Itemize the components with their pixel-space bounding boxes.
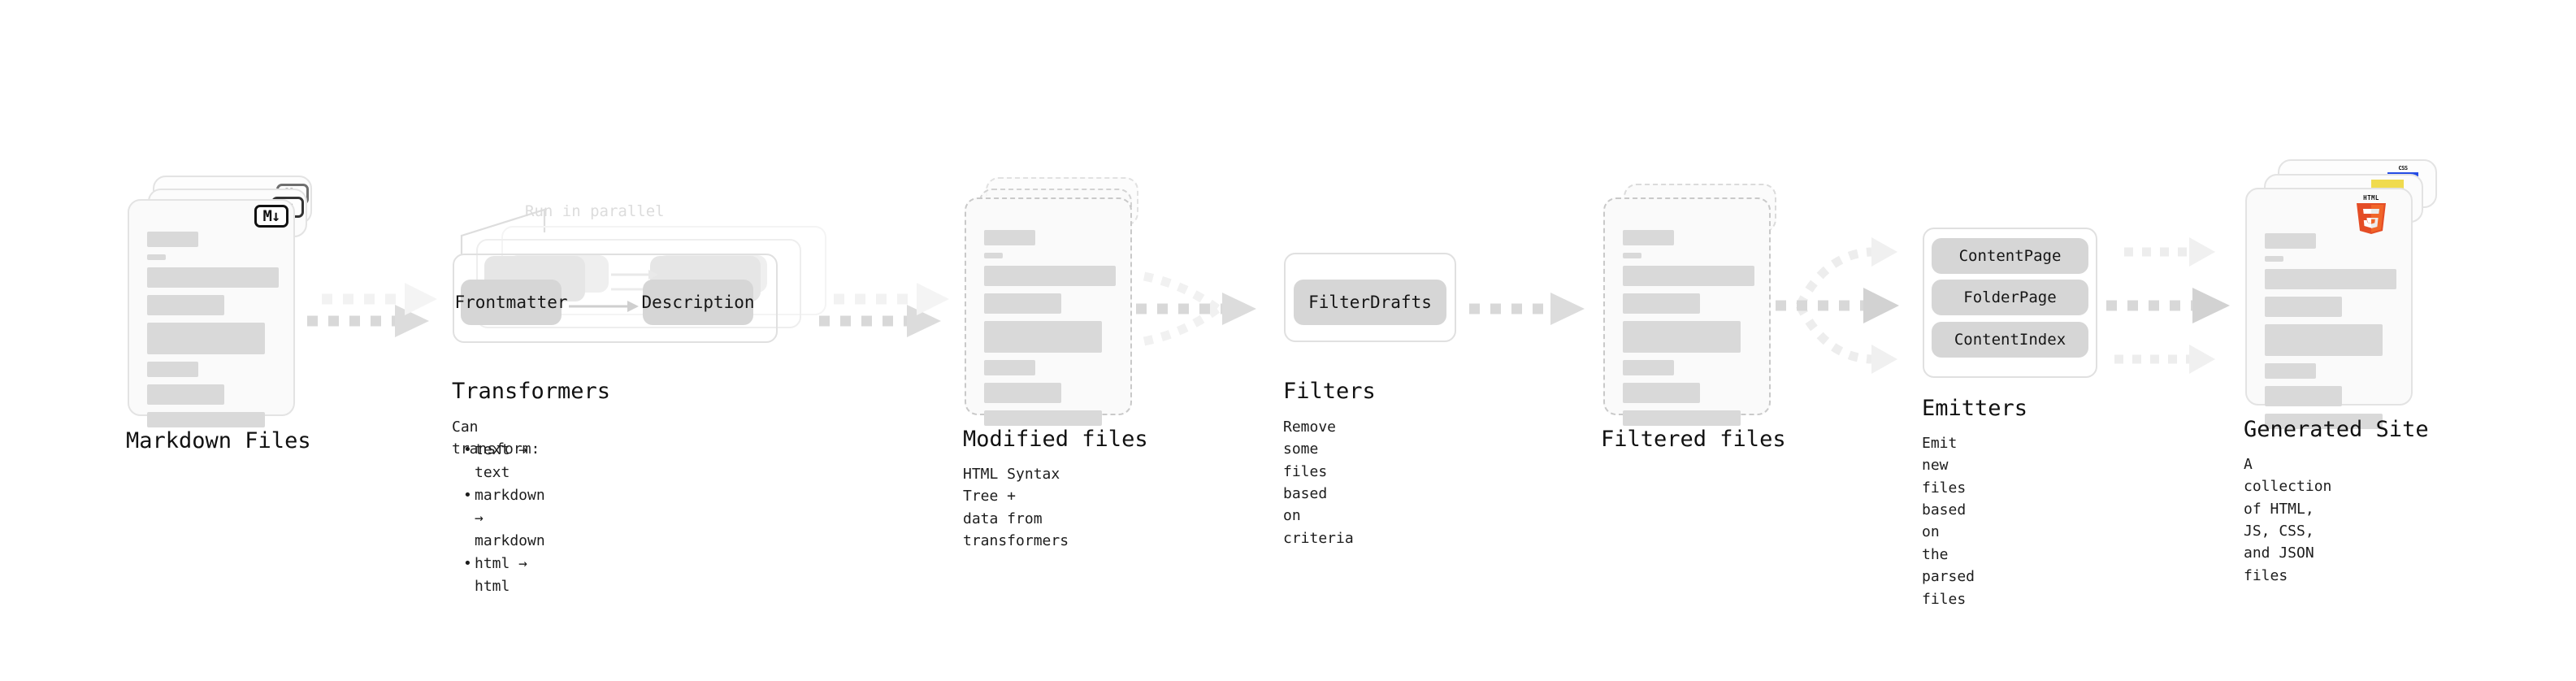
site-card-front (2245, 188, 2413, 429)
arrow-modified-to-filters (1136, 271, 1256, 346)
modified-card-front (965, 197, 1132, 426)
modified-card-bars (984, 230, 1116, 433)
generated-site-subtitle: A collection of HTML, JS, CSS, and JSON … (2244, 456, 2332, 584)
arrow-filters-to-filtered (1469, 293, 1585, 325)
modified-files-title: Modified files (963, 427, 1148, 452)
transformers-bullet-1: markdown → markdown (463, 484, 545, 553)
transformers-title: Transformers (452, 379, 611, 404)
arrow-transformers-to-modified (819, 283, 949, 337)
site-card-bars (2265, 233, 2396, 436)
filtered-card-front (1603, 197, 1771, 426)
transformers-bullet-0: text → text (463, 439, 545, 484)
filter-pill-filterdrafts[interactable]: FilterDrafts (1294, 280, 1446, 325)
filters-title: Filters (1283, 379, 1376, 404)
generated-site-title: Generated Site (2244, 417, 2429, 442)
run-in-parallel-bracket (460, 208, 546, 255)
markdown-files-title: Markdown Files (126, 428, 311, 453)
transformers-bullet-2: html → html (463, 553, 545, 598)
filters-box (1284, 253, 1456, 342)
html5-icon: HTML (2357, 194, 2386, 234)
transformer-pill-description[interactable]: Description (641, 280, 755, 325)
filtered-card-bars (1623, 230, 1754, 433)
markdown-badge: M↓ (254, 205, 288, 228)
filters-subtitle: Remove some files based on criteria (1283, 419, 1354, 547)
emitter-pill-contentindex[interactable]: ContentIndex (1932, 322, 2088, 358)
transformers-bullets: text → text markdown → markdown html → h… (463, 439, 545, 599)
css-badge-label: CSS (2398, 165, 2408, 171)
emitters-title: Emitters (1922, 396, 2028, 421)
modified-files-subtitle: HTML Syntax Tree + data from transformer… (963, 466, 1069, 550)
transformer-pill-frontmatter[interactable]: Frontmatter (454, 280, 568, 325)
run-in-parallel-label: Run in parallel (525, 202, 665, 220)
emitter-pill-contentpage[interactable]: ContentPage (1932, 238, 2088, 274)
emitter-pill-folderpage[interactable]: FolderPage (1932, 280, 2088, 315)
transformers-box (453, 254, 778, 343)
transformer-arrow-main (569, 301, 639, 312)
emitters-subtitle: Emit new files based on the parsed files (1922, 435, 1975, 608)
arrow-filtered-to-emitters (1776, 237, 1899, 374)
emitters-box (1923, 228, 2097, 378)
markdown-card-front (128, 199, 295, 427)
arrow-markdown-to-transformers (307, 283, 437, 337)
markdown-card-bars (147, 232, 279, 435)
arrow-emitters-to-site (2106, 237, 2230, 374)
svg-text:HTML: HTML (2363, 194, 2379, 202)
filtered-files-title: Filtered files (1601, 427, 1786, 452)
